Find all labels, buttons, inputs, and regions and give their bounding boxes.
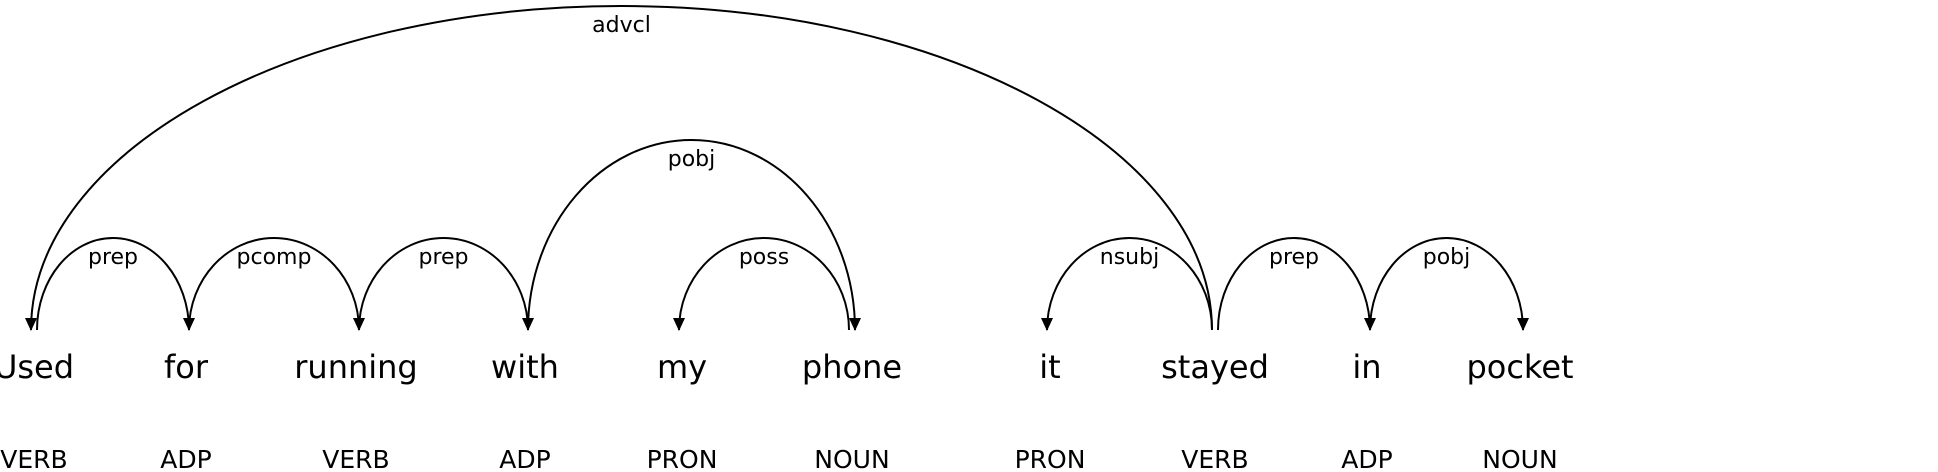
token-pos-tag: ADP	[499, 445, 550, 472]
arc-label: nsubj	[1100, 245, 1159, 270]
arc-arrowhead	[1517, 318, 1529, 331]
token-word: for	[164, 348, 209, 386]
arc-arrowhead	[673, 318, 685, 331]
arc-label: prep	[88, 245, 138, 270]
arc-label: prep	[418, 245, 468, 270]
arc-arrowhead	[849, 318, 861, 331]
dependency-arc: pobj	[527, 138, 861, 331]
dependency-arc: advcl	[25, 4, 1213, 331]
arcs-layer: prep pcomp prep pobj poss nsubj prep pobj advcl	[25, 4, 1529, 331]
arc-arrowhead	[1041, 318, 1053, 331]
token-pos-tag: ADP	[1341, 445, 1392, 472]
arc-curve	[188, 236, 360, 331]
token-word: it	[1039, 348, 1060, 386]
dependency-arc: pobj	[1369, 236, 1529, 331]
arc-curve	[1217, 236, 1371, 331]
arc-curve	[1369, 236, 1524, 331]
token-word: my	[657, 348, 707, 386]
token-word: running	[294, 348, 417, 386]
token-pos-tag: VERB	[1181, 445, 1248, 472]
arc-curve	[358, 236, 529, 331]
token-pos-tag: PRON	[1015, 445, 1086, 472]
arc-label: poss	[739, 245, 789, 270]
token-pos-tag: VERB	[322, 445, 389, 472]
token-word: phone	[802, 348, 902, 386]
arc-arrowhead	[25, 318, 37, 331]
arc-label: pobj	[668, 147, 716, 172]
arc-label: pcomp	[237, 245, 312, 270]
token-pos-tag: NOUN	[1482, 445, 1557, 472]
dependency-arc: pcomp	[188, 236, 365, 331]
arc-curve	[1046, 236, 1213, 331]
token-pos-tag: PRON	[647, 445, 718, 472]
token-pos-tag: NOUN	[814, 445, 889, 472]
arc-curve	[30, 4, 1213, 331]
arc-label: pobj	[1423, 245, 1471, 270]
token-word: stayed	[1161, 348, 1269, 386]
token-word: pocket	[1466, 348, 1573, 386]
arc-curve	[36, 236, 190, 331]
dependency-arc: nsubj	[1041, 236, 1213, 331]
arc-label: advcl	[592, 13, 651, 38]
dependency-arc: poss	[673, 236, 850, 331]
token-word: with	[491, 348, 559, 386]
token-word: in	[1352, 348, 1381, 386]
token-word: Used	[0, 348, 74, 386]
dependency-arc: prep	[1217, 236, 1376, 331]
arc-curve	[527, 138, 856, 331]
dependency-arc: prep	[358, 236, 534, 331]
token-pos-tag: ADP	[160, 445, 211, 472]
token-pos-tag: VERB	[0, 445, 67, 472]
arc-curve	[678, 236, 850, 331]
arc-label: prep	[1269, 245, 1319, 270]
dependency-arc: prep	[36, 236, 195, 331]
